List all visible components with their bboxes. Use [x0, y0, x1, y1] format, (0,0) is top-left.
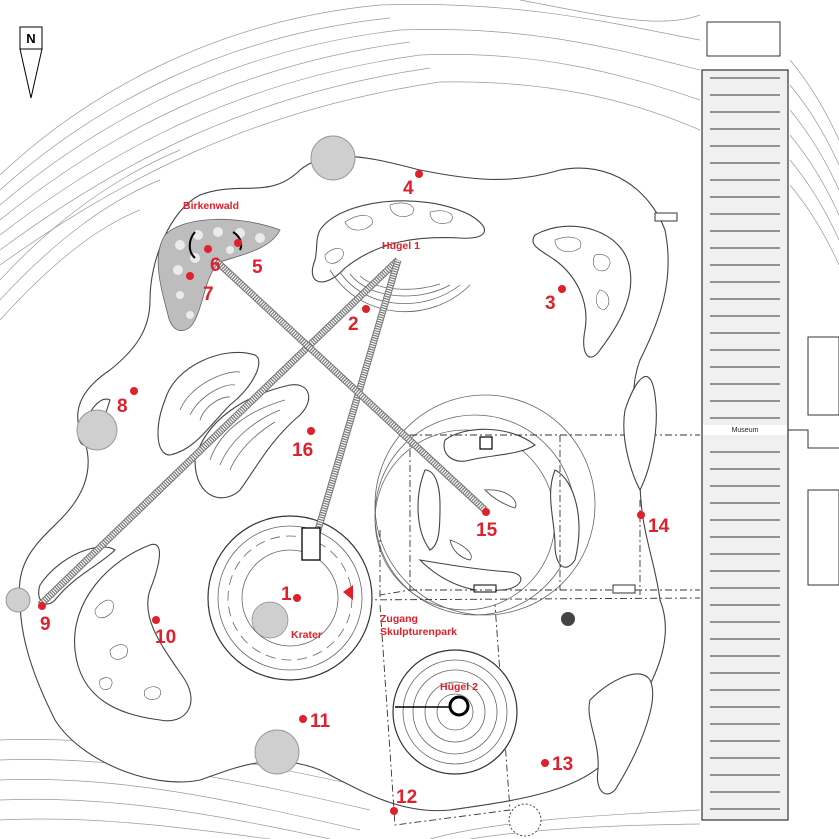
- museum-label: Museum: [732, 427, 759, 434]
- sculpture-10: [74, 543, 192, 722]
- marker-dot-1: [293, 594, 301, 602]
- marker-number-1: 1: [281, 584, 292, 605]
- marker-number-3: 3: [545, 293, 556, 314]
- marker-dot-5: [234, 239, 242, 247]
- marker-dot-6: [204, 245, 212, 253]
- museum-building: Museum: [612, 21, 839, 821]
- marker-number-9: 9: [40, 614, 51, 635]
- marker-number-5: 5: [252, 257, 263, 278]
- sculpture-3: [532, 225, 632, 358]
- sculpture-park-circles: [374, 394, 596, 616]
- marker-number-14: 14: [648, 516, 670, 537]
- marker-dot-15: [482, 508, 490, 516]
- marker-dot-14: [637, 511, 645, 519]
- marker-number-11: 11: [310, 711, 331, 732]
- marker-number-8: 8: [117, 396, 128, 417]
- label-huegel-1: Hügel 1: [382, 240, 420, 252]
- marker-number-16: 16: [292, 440, 313, 461]
- marker-dot-11: [299, 715, 307, 723]
- hill-1: [311, 200, 485, 313]
- marker-dot-9: [38, 602, 46, 610]
- label-skulpturenpark: Skulpturenpark: [380, 626, 457, 638]
- marker-dot-13: [541, 759, 549, 767]
- birch-forest: [157, 218, 281, 332]
- marker-number-7: 7: [203, 284, 214, 305]
- marker-number-13: 13: [552, 754, 573, 775]
- marker-dot-7: [186, 272, 194, 280]
- marker-number-12: 12: [396, 787, 417, 808]
- label-zugang: Zugang: [380, 613, 418, 625]
- hill-2: [392, 649, 518, 775]
- marker-dot-12: [390, 807, 398, 815]
- marker-number-10: 10: [155, 627, 176, 648]
- crater: [207, 515, 373, 681]
- marker-number-2: 2: [348, 314, 359, 335]
- north-arrow: N: [19, 26, 43, 99]
- marker-dot-3: [558, 285, 566, 293]
- label-huegel-2: Hügel 2: [440, 681, 478, 693]
- marker-dot-8: [130, 387, 138, 395]
- marker-dot-10: [152, 616, 160, 624]
- north-label: N: [26, 31, 35, 46]
- walkways: [37, 257, 488, 608]
- marker-number-4: 4: [403, 178, 414, 199]
- marker-dot-4: [415, 170, 423, 178]
- label-birkenwald: Birkenwald: [183, 200, 239, 212]
- marker-number-15: 15: [476, 520, 498, 541]
- landform-16: [157, 351, 310, 499]
- marker-number-6: 6: [210, 255, 221, 276]
- label-krater: Krater: [291, 629, 322, 641]
- trees: [5, 135, 575, 837]
- marker-dot-16: [307, 427, 315, 435]
- marker-dot-2: [362, 305, 370, 313]
